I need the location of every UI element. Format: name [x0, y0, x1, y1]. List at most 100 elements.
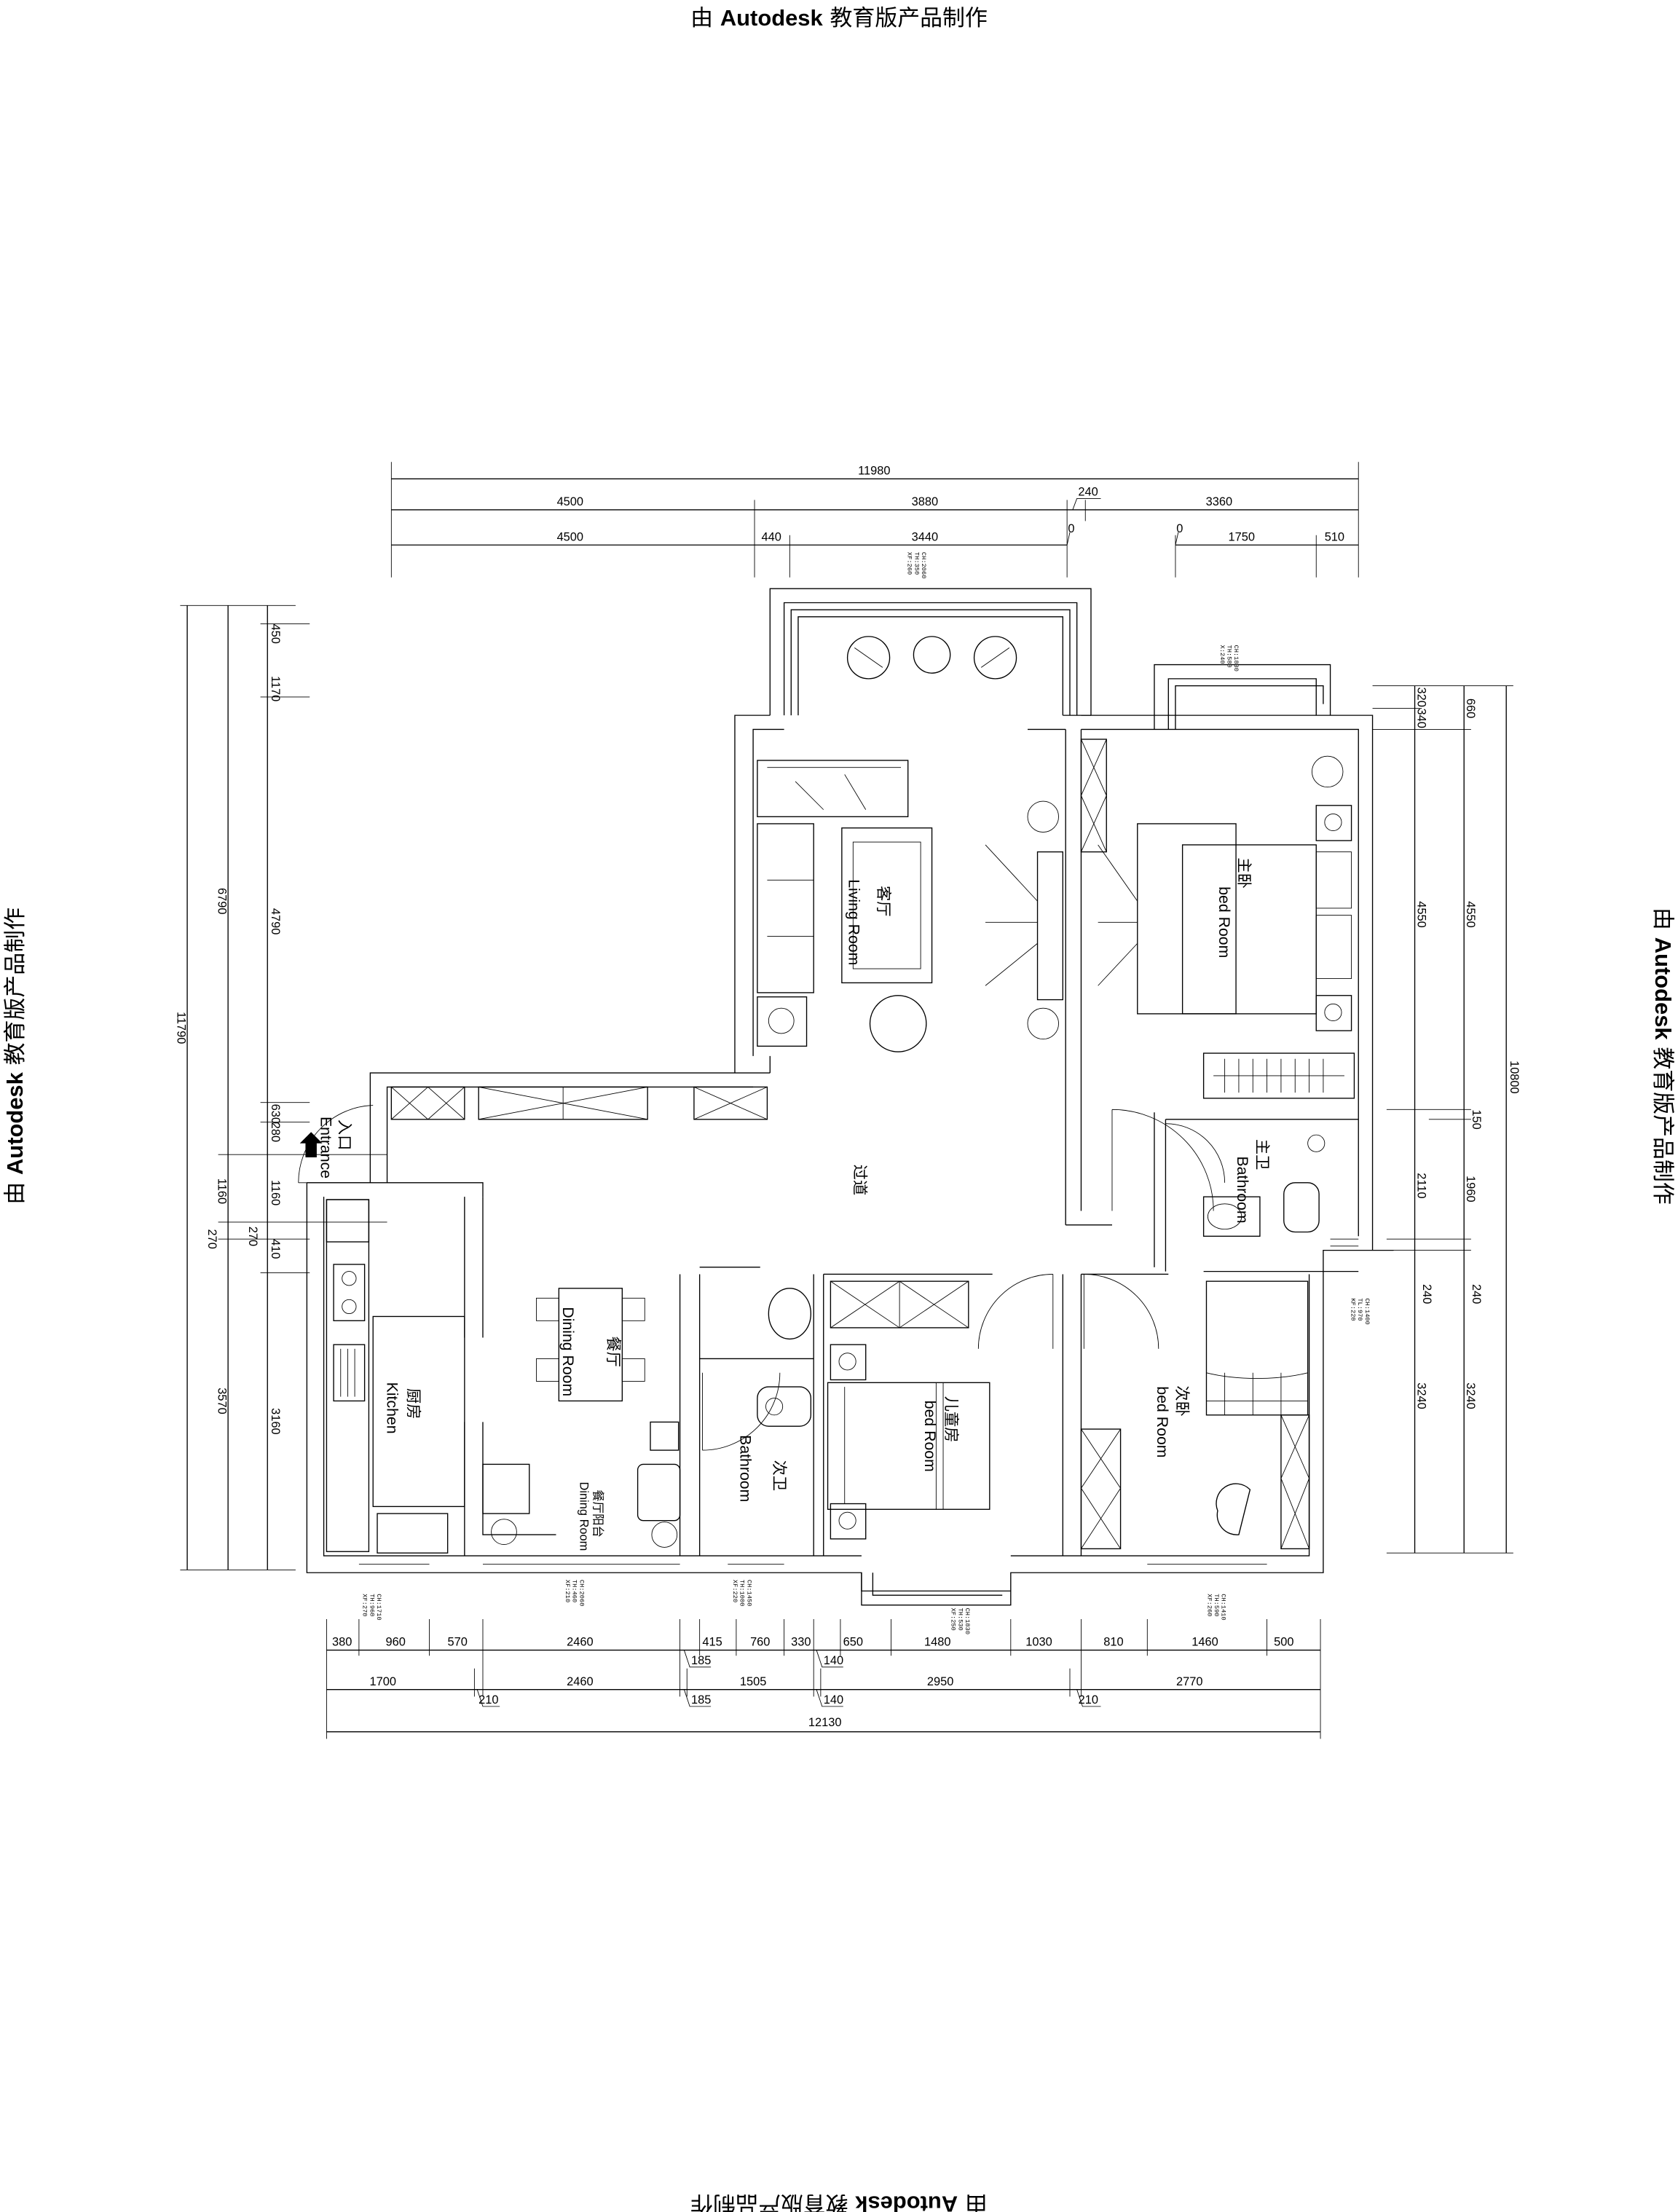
dim-bottom-r2: 1505: [740, 1675, 767, 1688]
side-table-icon: [757, 996, 808, 1047]
svg-text:TH:960: TH:960: [368, 1594, 375, 1616]
watermark-right: 由 Autodesk 教育版产品制作: [1650, 908, 1676, 1205]
dim-bottom-r2: 2770: [1176, 1675, 1203, 1688]
room-child-en: bed Room: [921, 1401, 939, 1472]
tv-cabinet-icon: [1036, 851, 1064, 1001]
kitchen-sink-icon: [377, 1513, 449, 1554]
room-second-bed-cn: 次卧: [1173, 1385, 1191, 1417]
room-entrance-en: Entrance: [318, 1117, 335, 1178]
svg-text:TH:460: TH:460: [571, 1580, 578, 1602]
dim-top-r3: 440: [762, 530, 781, 543]
dim-right-mid: 240: [1470, 1284, 1483, 1304]
round-table-icon: [913, 636, 951, 674]
dim-top-r3: 510: [1325, 530, 1344, 543]
dim-left-inner: 630: [269, 1104, 282, 1124]
dim-bottom-r1: 2460: [567, 1636, 594, 1649]
dim-left-inner: 3160: [269, 1408, 282, 1435]
dim-right-inner: 320: [1414, 687, 1427, 706]
dim-bottom-r1: 960: [385, 1636, 405, 1649]
dim-bottom-r1: 415: [702, 1636, 722, 1649]
bottom-dimensions: 380 960 570 2460 415 760 330 650 1480 10…: [326, 1619, 1321, 1739]
svg-text:XF:220: XF:220: [731, 1580, 738, 1602]
dim-right-inner: 2110: [1414, 1173, 1427, 1198]
room-corridor-cn: 过道: [851, 1165, 868, 1196]
top-dimensions: 11980 4500 3880 240 3360 4500 440 3440 0…: [390, 462, 1359, 578]
svg-text:CH:1710: CH:1710: [375, 1594, 382, 1621]
dim-bottom-r1: 500: [1274, 1636, 1293, 1649]
dim-bottom-offset: 185: [691, 1654, 711, 1667]
room-labels: 客厅 Living Room 主卧 bed Room 主卫 Bathroom 过…: [318, 857, 1271, 1551]
dim-right-inner: 240: [1420, 1284, 1433, 1304]
dim-left-inner: 1160: [269, 1180, 282, 1205]
stove-icon: [333, 1264, 366, 1321]
dim-top-r2: 4500: [557, 495, 584, 508]
dim-bottom-offset: 185: [691, 1693, 711, 1707]
room-dining-balcony-cn: 餐厅阳台: [591, 1489, 604, 1538]
dim-top-overall: 11980: [858, 465, 890, 478]
dim-top-r3: 0: [1068, 522, 1074, 535]
watermark-left: 由 Autodesk 教育版产品制作: [2, 908, 28, 1205]
sink-icon: [1202, 1196, 1261, 1237]
armchair-icon: [1216, 1483, 1251, 1535]
toilet-icon: [757, 1386, 812, 1427]
dim-right-mid: 4550: [1464, 901, 1477, 927]
svg-text:CH:2060: CH:2060: [920, 552, 927, 578]
dim-bottom-offset: 140: [824, 1654, 843, 1667]
dim-right-mid: 150: [1470, 1109, 1483, 1129]
svg-text:CH:1830: CH:1830: [964, 1608, 971, 1635]
dim-bottom-r1: 1480: [924, 1636, 951, 1649]
washing-machine-icon: [482, 1463, 530, 1514]
svg-text:XF:210: XF:210: [564, 1580, 571, 1602]
svg-text:TH:1000: TH:1000: [738, 1580, 746, 1607]
window-note-master: CH:1830 TH:580 X:240: [1218, 645, 1240, 672]
dim-left-inner: 450: [269, 623, 282, 643]
svg-text:TH:350: TH:350: [913, 552, 920, 575]
furniture: [298, 636, 1355, 1554]
walls: [306, 588, 1394, 1606]
plant-icon: [1312, 755, 1344, 788]
dim-bottom-offset: 210: [478, 1693, 498, 1707]
dim-bottom-r1: 810: [1103, 1636, 1123, 1649]
room-dining-balcony-en: Dining Room: [577, 1482, 590, 1551]
wardrobe-icon: [1202, 1052, 1355, 1099]
dim-left-overall: 11790: [175, 1012, 188, 1044]
svg-text:XF:260: XF:260: [1205, 1594, 1213, 1616]
window-note-master-bath: CH:1400 TL:970 KF:220: [1350, 1298, 1371, 1325]
svg-text:XF:250: XF:250: [950, 1608, 957, 1631]
cabinet-icon: [693, 1086, 768, 1120]
room-master-bath-en: Bathroom: [1234, 1156, 1251, 1223]
room-living-en: Living Room: [846, 879, 863, 965]
chair-icon: [973, 636, 1017, 680]
right-dimensions: 10800 320 340 4550 2110 240 3240 660 455…: [1372, 685, 1521, 1554]
dim-left-inner: 270: [246, 1227, 259, 1246]
bed-icon: [1205, 1280, 1309, 1416]
dining-table-icon: [558, 1288, 623, 1402]
room-second-bath-cn: 次卫: [771, 1460, 788, 1492]
svg-text:CH:1450: CH:1450: [745, 1580, 752, 1607]
wash-basin-icon: [768, 1288, 812, 1340]
dim-left-inner: 280: [269, 1122, 282, 1142]
dim-right-overall: 10800: [1508, 1060, 1521, 1094]
dim-bottom-overall: 12130: [808, 1716, 842, 1729]
coffee-table-icon: [841, 827, 933, 984]
dim-right-mid: 1960: [1464, 1176, 1477, 1203]
svg-text:TL:970: TL:970: [1356, 1298, 1363, 1320]
dim-bottom-r1: 1030: [1025, 1636, 1052, 1649]
window-note-dining: CH:2060 TH:460 XF:210: [564, 1580, 585, 1607]
dim-top-r3: 0: [1176, 522, 1183, 535]
dim-bottom-r2: 1700: [369, 1675, 395, 1688]
window-note-second-bed: CH:1410 TH:590 XF:260: [1205, 1594, 1226, 1621]
dim-top-r2: 3360: [1206, 495, 1232, 508]
dim-right-mid: 3240: [1464, 1382, 1477, 1409]
door-swing-icon: [1165, 1123, 1226, 1183]
room-second-bath-en: Bathroom: [737, 1435, 755, 1502]
plant-icon: [1027, 1007, 1059, 1040]
dim-right-inner: 340: [1414, 708, 1427, 728]
wardrobe-icon: [1080, 1428, 1122, 1550]
svg-text:TH:590: TH:590: [1213, 1594, 1220, 1616]
dim-bottom-r2: 2950: [927, 1675, 953, 1688]
svg-text:TH:530: TH:530: [956, 1608, 964, 1631]
room-living-cn: 客厅: [875, 886, 892, 917]
room-dining-en: Dining Room: [559, 1307, 577, 1396]
